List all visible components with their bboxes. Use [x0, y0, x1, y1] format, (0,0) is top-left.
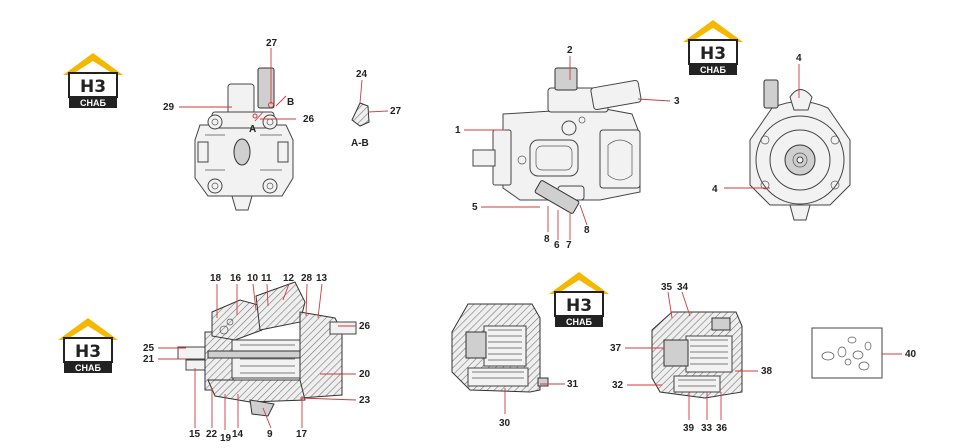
pump-cross-section [177, 281, 357, 417]
callout-label: 22 [206, 429, 218, 440]
callout-label: 32 [612, 380, 624, 391]
callout-label: 29 [163, 102, 175, 113]
callout-label: 7 [566, 240, 572, 251]
callout-label: 36 [716, 423, 728, 434]
callout-label: 6 [554, 240, 560, 251]
view-labels: A-B A B [249, 97, 369, 149]
logo-bottom-middle: H3 СНАБ [548, 271, 610, 328]
callout-label: 20 [359, 369, 371, 380]
pump-front-view [194, 67, 294, 211]
callout-label: 14 [232, 429, 244, 440]
callout-label: 26 [359, 321, 371, 332]
callout-label: 18 [210, 273, 222, 284]
logo-top-left: H3 СНАБ [62, 52, 124, 109]
pump-rear-view [749, 79, 851, 221]
callout-label: 23 [359, 395, 371, 406]
callout-label: 1 [455, 125, 461, 136]
callout-label: 3 [674, 96, 680, 107]
callout-label: 34 [677, 282, 689, 293]
logo-caption: СНАБ [566, 317, 592, 327]
logo-letters: H3 [75, 342, 101, 362]
callout-label: 27 [266, 38, 278, 49]
callout-label: 27 [390, 106, 402, 117]
callout-label: 25 [143, 343, 155, 354]
seal-kit-box [811, 327, 883, 379]
callout-label: 2 [567, 45, 573, 56]
callout-label: 8 [584, 225, 590, 236]
callout-label: 17 [296, 429, 308, 440]
callout-labels: 27 29 26 24 27 2 3 1 5 8 6 7 8 4 4 18 16… [143, 38, 917, 444]
callout-label: 28 [301, 273, 313, 284]
section-ab-title: A-B [351, 138, 369, 149]
callout-label: 31 [567, 379, 579, 390]
callout-label: 37 [610, 343, 622, 354]
logo-letters: H3 [80, 77, 106, 97]
callout-label: 8 [544, 234, 550, 245]
callout-label: 16 [230, 273, 242, 284]
callout-label: 5 [472, 202, 478, 213]
callout-label: 39 [683, 423, 695, 434]
compensator-section [651, 311, 743, 399]
callout-label: 40 [905, 349, 917, 360]
callout-label: 33 [701, 423, 713, 434]
callout-label: 9 [267, 429, 273, 440]
callout-label: 4 [796, 53, 802, 64]
end-cover-section [451, 303, 549, 393]
callout-label: 30 [499, 418, 511, 429]
logo-caption: СНАБ [80, 98, 106, 108]
logo-letters: H3 [700, 44, 726, 64]
marker-a: A [249, 124, 256, 135]
callout-label: 26 [303, 114, 315, 125]
callout-label: 35 [661, 282, 673, 293]
section-ab-detail [351, 102, 370, 127]
callout-label: 38 [761, 366, 773, 377]
callout-label: 21 [143, 354, 155, 365]
callout-label: 4 [712, 184, 718, 195]
logo-caption: СНАБ [75, 363, 101, 373]
callout-label: 12 [283, 273, 295, 284]
callout-label: 11 [261, 273, 272, 284]
callout-label: 15 [189, 429, 201, 440]
logo-bottom-left: H3 СНАБ [57, 317, 119, 374]
marker-b: B [287, 97, 294, 108]
leader-lines [158, 48, 902, 430]
logo-letters: H3 [566, 296, 592, 316]
logo-top-right: H3 СНАБ [682, 19, 744, 76]
callout-label: 10 [247, 273, 259, 284]
callout-label: 19 [220, 433, 232, 444]
callout-label: 24 [356, 69, 368, 80]
callout-label: 13 [316, 273, 328, 284]
logo-caption: СНАБ [700, 65, 726, 75]
pump-side-view [472, 67, 642, 214]
